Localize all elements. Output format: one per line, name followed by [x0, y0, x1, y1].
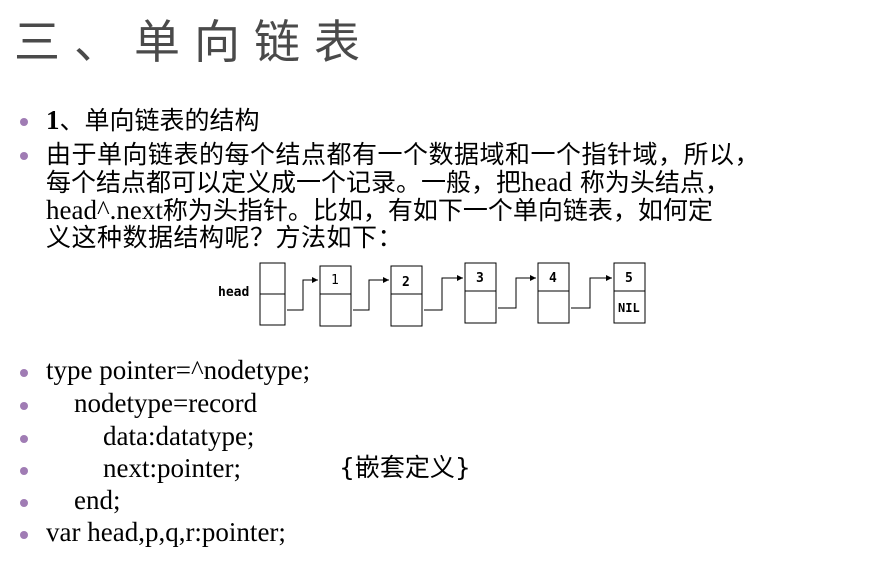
- nil-label: NIL: [618, 301, 640, 315]
- connector-3-4: [498, 277, 536, 309]
- code-line-5: end;: [74, 485, 121, 515]
- arrowhead-2: [383, 277, 389, 283]
- bullet-4: [20, 402, 28, 410]
- arrowhead-1: [312, 277, 318, 283]
- bullet-7: [20, 499, 28, 507]
- code-line-4-comment: {嵌套定义}: [339, 453, 471, 482]
- code-line-4: next:pointer; {嵌套定义}: [103, 453, 471, 483]
- code-line-2: nodetype=record: [74, 388, 258, 418]
- bullet-5: [20, 435, 28, 443]
- bullet-8: [20, 531, 28, 539]
- bullet-2: [20, 152, 28, 160]
- paragraph-line-2-c: 称为头结点，: [571, 168, 730, 197]
- paragraph-line-4: 义这种数据结构呢？方法如下：: [46, 223, 404, 252]
- arrowhead-5: [606, 275, 612, 281]
- arrowhead-4: [530, 275, 536, 281]
- linked-list-diagram: head 1 2 3 4 5 NIL: [218, 262, 646, 327]
- code-line-1: type pointer=^nodetype;: [46, 355, 311, 385]
- connector-2-3: [424, 277, 463, 311]
- node-5-box: [613, 262, 646, 324]
- section-heading: 1、单向链表的结构: [46, 106, 260, 135]
- code-line-6: var head,p,q,r:pointer;: [46, 517, 286, 547]
- paragraph-line-3-b: 称为头指针。比如，有如下一个单向链表，如何定: [162, 196, 713, 225]
- code-line-4-text: next:pointer;: [103, 453, 241, 483]
- bullet-1: [20, 118, 28, 126]
- node-label-2: 2: [402, 275, 410, 290]
- section-heading-text: 、单向链表的结构: [59, 106, 260, 135]
- node-4-box: [537, 262, 570, 324]
- arrowhead-3: [457, 275, 463, 281]
- node-label-4: 4: [549, 271, 557, 286]
- paragraph-line-3: head^.next称为头指针。比如，有如下一个单向链表，如何定: [46, 196, 713, 225]
- node-1-box: [319, 265, 352, 327]
- connector-1-2: [353, 279, 389, 311]
- node-2-box: [390, 265, 423, 327]
- slide-title: 三、单向链表: [14, 15, 374, 69]
- node-label-1: 1: [331, 273, 339, 288]
- code-line-3: data:datatype;: [103, 421, 255, 451]
- node-label-3: 3: [476, 271, 484, 286]
- head-connector: [287, 279, 318, 311]
- node-label-5: 5: [625, 271, 633, 286]
- connector-4-5: [571, 277, 612, 309]
- section-heading-number: 1: [46, 105, 60, 135]
- paragraph-line-2-head: head: [521, 167, 572, 197]
- bullet-3: [20, 369, 28, 377]
- bullet-6: [20, 467, 28, 475]
- paragraph-line-3-code: head^.next: [46, 195, 163, 225]
- paragraph-line-2: 每个结点都可以定义成一个记录。一般，把head 称为头结点，: [46, 168, 730, 197]
- node-3-box: [464, 262, 497, 324]
- paragraph-line-1: 由于单向链表的每个结点都有一个数据域和一个指针域，所以，: [46, 140, 761, 169]
- paragraph-line-2-a: 每个结点都可以定义成一个记录。一般，把: [46, 168, 522, 197]
- head-label: head: [218, 285, 249, 300]
